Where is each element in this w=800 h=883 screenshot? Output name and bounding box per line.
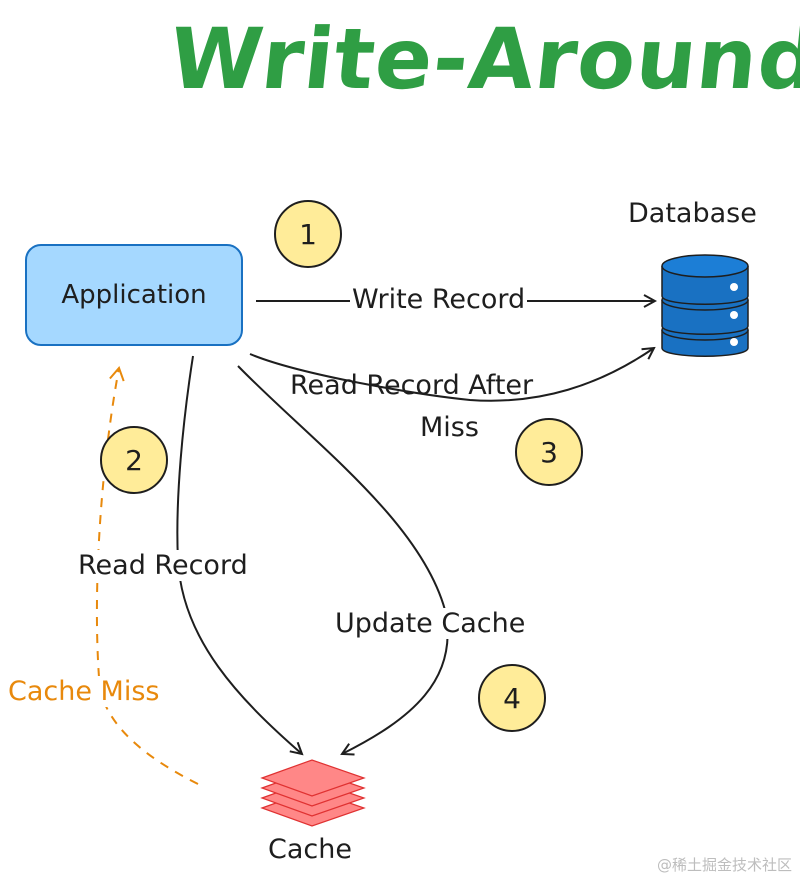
step-1-badge: 1 [274, 200, 342, 268]
update-cache-arrow [237, 365, 449, 754]
application-node: Application [25, 244, 243, 346]
update-cache-label: Update Cache [333, 608, 528, 640]
step-2-badge: 2 [100, 426, 168, 494]
cache-label: Cache [268, 834, 352, 865]
write-record-label: Write Record [350, 284, 528, 316]
read-after-miss-label-line1: Read Record After [290, 370, 534, 401]
read-record-label: Read Record [76, 550, 250, 582]
application-label: Application [61, 280, 207, 310]
cache-miss-label: Cache Miss [8, 676, 160, 708]
read-after-miss-arrow [249, 348, 654, 402]
read-after-miss-label-line2: Miss [420, 412, 479, 443]
database-label: Database [628, 198, 757, 229]
step-3-badge: 3 [515, 418, 583, 486]
watermark: @稀土掘金技术社区 [656, 856, 792, 874]
step-4-badge: 4 [478, 664, 546, 732]
